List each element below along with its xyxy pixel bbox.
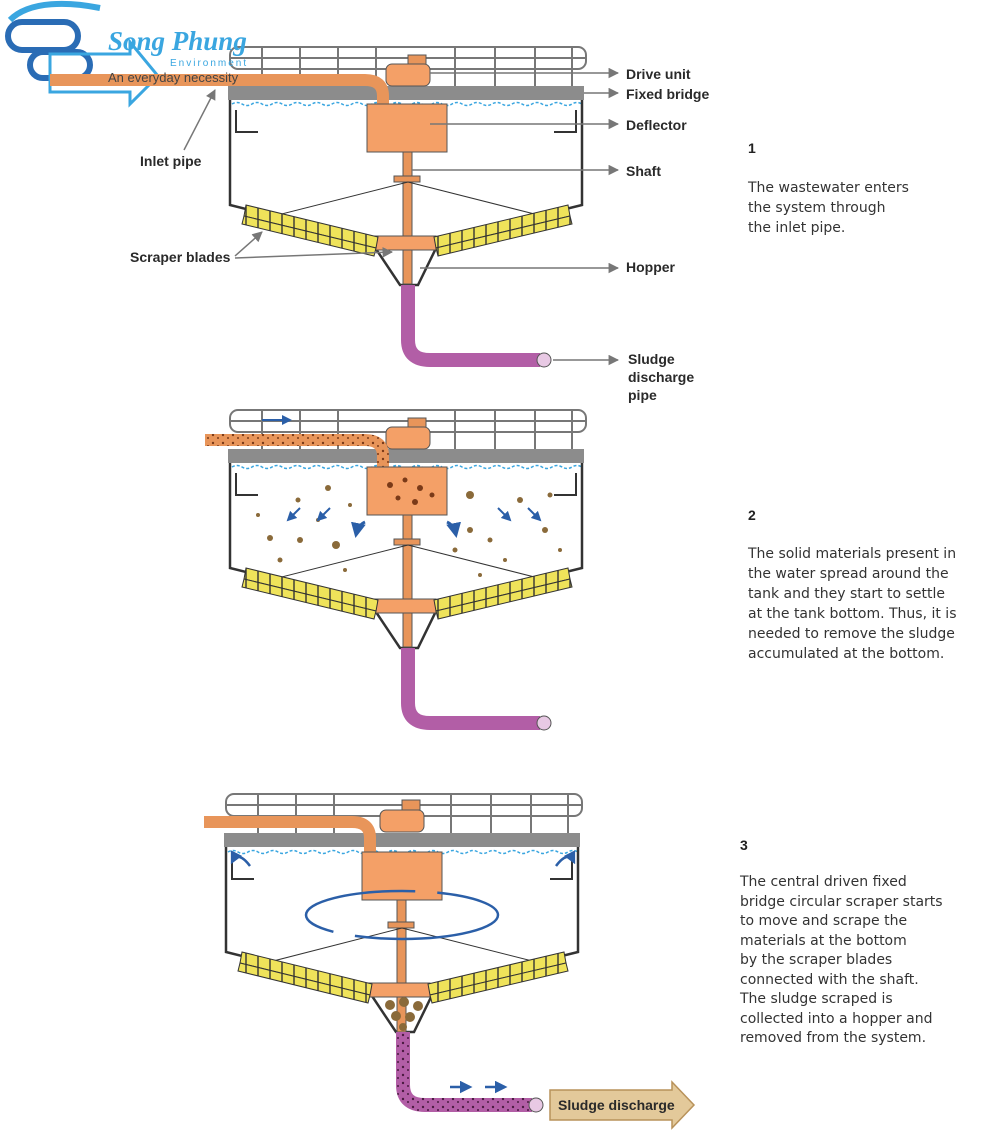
label-sludge-pipe-line-3: pipe xyxy=(628,387,657,403)
label-shaft: Shaft xyxy=(626,163,661,179)
sludge-discharge-arrow xyxy=(549,1080,696,1130)
panel-2 xyxy=(205,409,587,731)
step-2-text: The solid materials present in the water… xyxy=(748,544,956,664)
label-scraper-blades: Scraper blades xyxy=(130,249,231,265)
label-sludge-discharge: Sludge discharge xyxy=(558,1097,675,1113)
label-sludge-discharge-pipe: Sludge discharge pipe xyxy=(628,350,694,404)
step-1-line: the system through xyxy=(748,200,886,216)
panel-3 xyxy=(204,793,696,1130)
step-2-line: the water spread around the xyxy=(748,566,949,582)
step-2-line: needed to remove the sludge xyxy=(748,626,955,642)
step-3-line: The sludge scraped is xyxy=(740,991,893,1007)
deflector xyxy=(366,103,448,153)
brand-logo-icon xyxy=(5,0,161,108)
drive-unit xyxy=(385,54,431,87)
step-3-line: connected with the shaft. xyxy=(740,971,919,988)
label-fixed-bridge: Fixed bridge xyxy=(626,86,710,102)
panel-1 xyxy=(50,46,620,368)
step-1-line: the inlet pipe. xyxy=(748,220,846,236)
label-sludge-pipe-line-2: discharge xyxy=(628,369,695,385)
step-2-line: tank and they start to settle xyxy=(748,586,945,602)
sludge-discharge-pipe xyxy=(401,285,540,367)
step-2-line: at the tank bottom. Thus, it is xyxy=(748,606,957,622)
label-drive-unit: Drive unit xyxy=(626,66,691,82)
step-3-line: removed from the system. xyxy=(740,1030,927,1046)
step-3-line: The central driven fixed xyxy=(740,874,907,890)
step-3-line: by the scraper blades xyxy=(740,952,893,968)
step-3-line: materials at the bottom xyxy=(740,932,907,949)
step-3-text: The central driven fixed bridge circular… xyxy=(740,873,943,1049)
step-1-number: 1 xyxy=(748,140,756,156)
step-3-line: to move and scrape the xyxy=(740,913,908,929)
label-sludge-pipe-line-1: Sludge xyxy=(628,351,675,367)
label-hopper: Hopper xyxy=(626,259,675,275)
step-2-line: The solid materials present in xyxy=(748,546,957,562)
step-2-line: accumulated at the bottom. xyxy=(748,646,945,662)
step-3-number: 3 xyxy=(740,837,748,853)
inlet-pipe xyxy=(50,74,389,104)
brand-sub: Environment xyxy=(170,58,249,69)
brand-name: Song Phung xyxy=(108,26,247,56)
fixed-bridge xyxy=(228,86,584,100)
step-1-text: The wastewater enters the system through… xyxy=(748,178,909,238)
shaft xyxy=(402,151,413,285)
step-3-line: bridge circular scraper starts xyxy=(740,893,943,910)
label-deflector: Deflector xyxy=(626,117,687,133)
label-inlet-pipe: Inlet pipe xyxy=(140,153,202,169)
step-1-line: The wastewater enters xyxy=(748,180,909,196)
step-2-number: 2 xyxy=(748,507,756,523)
brand-tagline: An everyday necessity xyxy=(108,70,239,85)
step-3-line: collected into a hopper and xyxy=(740,1010,933,1027)
